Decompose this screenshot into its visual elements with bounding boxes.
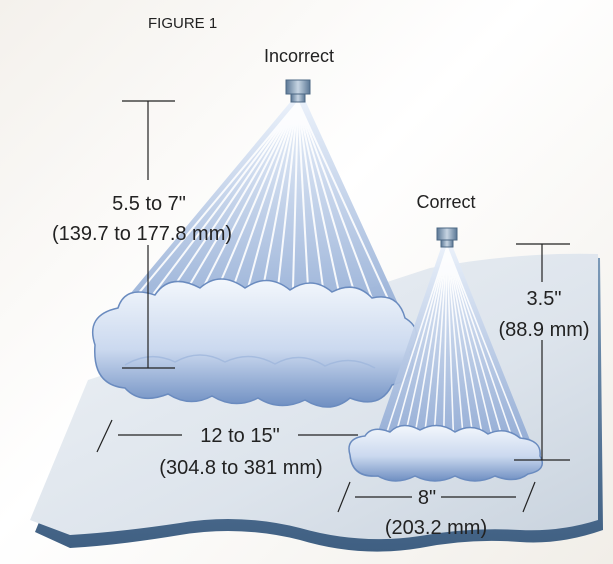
spray-ray	[446, 246, 465, 439]
spray-ray	[442, 246, 448, 439]
figure-label: FIGURE 1	[148, 15, 217, 32]
incorrect-height-dimension	[122, 100, 175, 369]
spray-ray	[446, 246, 523, 439]
spray-ray	[446, 246, 513, 439]
incorrect-width-mm: (304.8 to 381 mm)	[159, 457, 322, 479]
spray-ray	[297, 101, 401, 326]
spray-ray	[129, 101, 299, 326]
correct-title: Correct	[416, 192, 475, 212]
correct-spray	[375, 245, 530, 440]
spray-ray	[413, 246, 448, 439]
correct-width-dimension	[337, 481, 536, 513]
correct-cloud	[348, 424, 543, 482]
correct-nozzle	[436, 227, 458, 248]
spray-ray	[423, 246, 448, 439]
correct-height-dimension	[514, 243, 570, 461]
spray-ray	[446, 246, 494, 439]
spray-ray	[403, 246, 448, 439]
spray-ray	[297, 101, 383, 326]
spray-ray	[446, 246, 484, 439]
incorrect-height-mm: (139.7 to 177.8 mm)	[52, 223, 232, 245]
spray-ray	[433, 246, 448, 439]
incorrect-height-inches: 5.5 to 7"	[112, 193, 186, 215]
spray-ray	[297, 101, 347, 326]
spray-ray	[394, 246, 448, 439]
correct-width-mm: (203.2 mm)	[385, 517, 487, 539]
incorrect-nozzle	[285, 79, 311, 103]
spray-ray	[384, 246, 448, 439]
incorrect-width-inches: 12 to 15"	[200, 425, 279, 447]
spray-ray	[111, 101, 299, 326]
spray-ray	[446, 246, 474, 439]
incorrect-width-dimension	[96, 419, 358, 453]
correct-width-inches: 8"	[418, 487, 436, 509]
spray-ray	[446, 246, 455, 439]
spray-ray	[446, 246, 504, 439]
incorrect-cloud	[91, 278, 418, 408]
correct-height-mm: (88.9 mm)	[498, 319, 589, 341]
correct-height-inches: 3.5"	[527, 288, 562, 310]
incorrect-title: Incorrect	[264, 46, 334, 66]
